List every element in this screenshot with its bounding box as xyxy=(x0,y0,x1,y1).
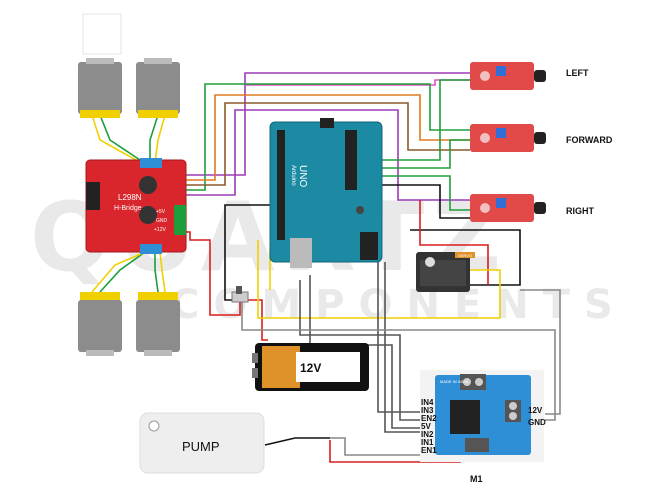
wire-orange-1 xyxy=(185,94,470,181)
wire-green-right xyxy=(380,79,470,161)
wire-brown-1 xyxy=(185,102,470,186)
relay-label: M1 xyxy=(470,474,483,484)
sensor-forward: FORWARD xyxy=(470,124,613,152)
power-switch xyxy=(231,286,249,303)
battery-12v: 12V xyxy=(252,343,369,391)
relay-pin-gnd: GND xyxy=(528,418,546,427)
arduino-brand: UNO xyxy=(297,165,308,187)
relay-pin-12v: 12V xyxy=(528,406,543,415)
wire-red-2 xyxy=(180,231,241,316)
wire-purple-left xyxy=(178,72,470,176)
wire-red-3 xyxy=(245,299,268,341)
wire-green-top xyxy=(185,83,470,191)
relay-pin-in1: IN1 xyxy=(421,438,434,447)
wire-yellow-1 xyxy=(257,240,501,319)
relay-pin-in3: IN3 xyxy=(421,406,434,415)
wire-gray-5 xyxy=(241,300,556,421)
wire-green-right-2 xyxy=(380,139,470,169)
wire-purple-2 xyxy=(185,109,470,201)
relay-pin-in2: IN2 xyxy=(421,430,434,439)
wire-pump-1 xyxy=(264,437,330,446)
wire-black-2 xyxy=(410,229,521,286)
wire-motor-tr2 xyxy=(154,114,166,163)
wire-gray-4 xyxy=(377,262,420,413)
wire-motor-bl2 xyxy=(91,249,151,293)
wire-motor-br2 xyxy=(159,251,166,293)
wires xyxy=(91,72,561,463)
motor-bottom-right xyxy=(136,292,180,356)
relay-pin-5v: 5V xyxy=(421,422,431,431)
wire-gray-6 xyxy=(520,289,561,415)
motor-bottom-left xyxy=(78,292,122,356)
wire-motor-tr xyxy=(149,114,159,160)
relay-pin-en2: EN2 xyxy=(421,414,437,423)
motor-driver-board: L298N H-Bridge +5V GND +12V xyxy=(85,158,187,254)
servo-label: SERVO xyxy=(458,253,472,258)
driver-subtitle: H-Bridge xyxy=(114,205,142,212)
wire-red-1 xyxy=(419,200,489,285)
sensor-forward-label: FORWARD xyxy=(566,135,613,145)
wire-motor-br xyxy=(154,252,159,293)
wire-motor-tl2 xyxy=(91,114,146,166)
wire-gray-1 xyxy=(299,280,420,421)
arduino-board: UNO Arduino xyxy=(269,118,383,268)
battery-label: 12V xyxy=(300,361,321,375)
corner-square xyxy=(82,13,122,55)
motor-top-right xyxy=(136,58,180,118)
driver-pin-12v: +12V xyxy=(154,227,166,233)
driver-title: L298N xyxy=(118,193,142,202)
wire-motor-tl xyxy=(99,114,141,161)
sensor-right-label: RIGHT xyxy=(566,206,595,216)
sensor-left-label: LEFT xyxy=(566,68,589,78)
motor-top-left xyxy=(78,58,122,118)
wire-gray-3 xyxy=(384,262,420,433)
wire-pump-2 xyxy=(330,437,420,456)
relay-pin-in4: IN4 xyxy=(421,398,434,407)
driver-pin-5v: +5V xyxy=(156,209,166,215)
arduino-sub: Arduino xyxy=(290,165,296,186)
sensor-left: LEFT xyxy=(470,62,589,90)
wire-motor-bl xyxy=(99,251,146,293)
pump: PUMP xyxy=(139,412,265,474)
wire-black-1 xyxy=(380,184,470,219)
relay-module: MADE IN INDIA IN4 IN3 EN2 5V IN2 IN1 EN1… xyxy=(420,370,546,484)
driver-pin-gnd: GND xyxy=(156,218,168,224)
servo-motor: SERVO xyxy=(416,252,475,292)
wire-gray-2 xyxy=(309,275,420,429)
sensor-right: RIGHT xyxy=(470,194,595,222)
wire-green-right-3 xyxy=(380,175,470,211)
relay-pin-en1: EN1 xyxy=(421,446,437,455)
pump-label: PUMP xyxy=(182,439,220,454)
relay-brand: MADE IN INDIA xyxy=(440,379,469,384)
